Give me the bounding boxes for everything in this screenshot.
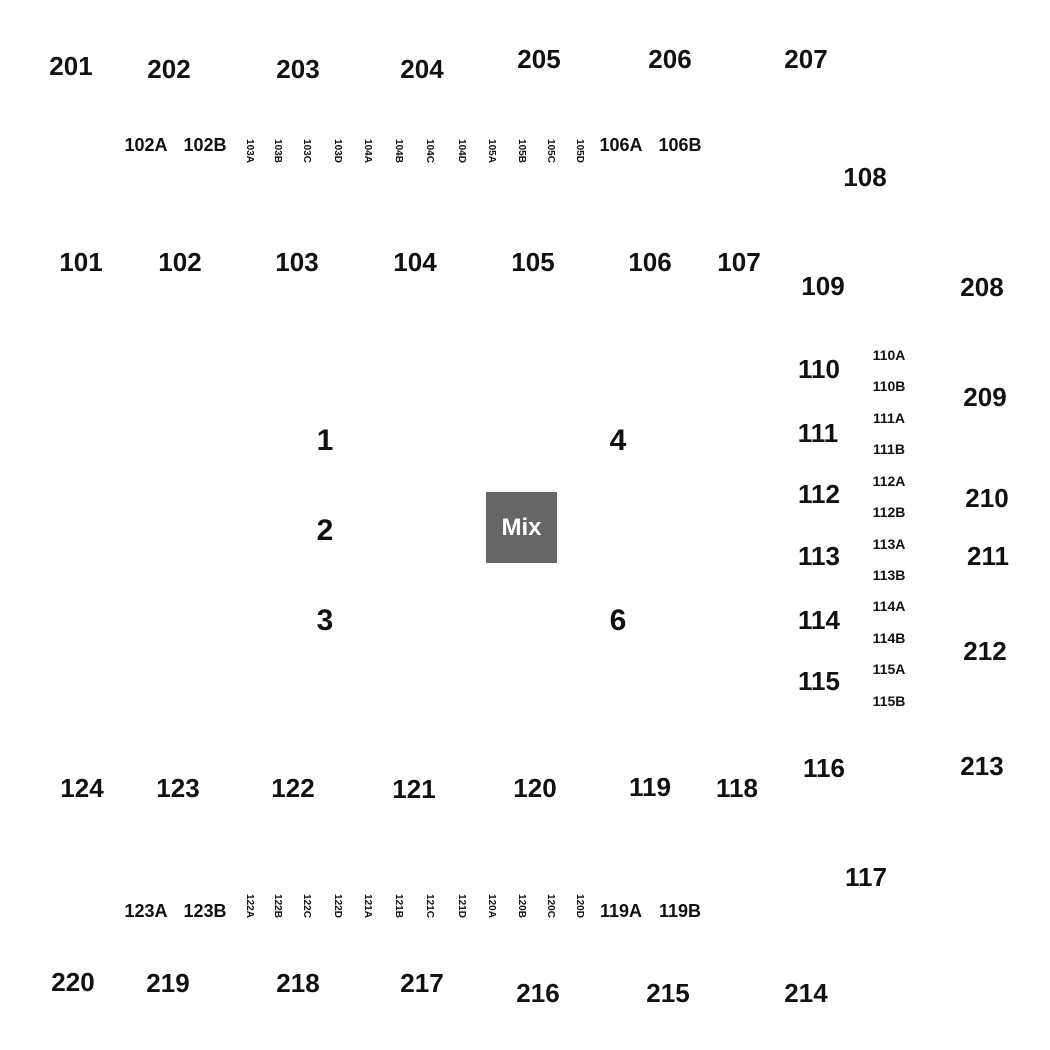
section-120a[interactable]: 120A: [486, 894, 497, 918]
section-110[interactable]: 110: [798, 354, 840, 384]
section-103[interactable]: 103: [275, 247, 319, 277]
section-104a[interactable]: 104A: [362, 139, 373, 163]
section-218[interactable]: 218: [276, 968, 320, 998]
section-112a[interactable]: 112A: [872, 473, 906, 489]
stage-6[interactable]: 6: [609, 604, 627, 637]
section-103b[interactable]: 103B: [272, 139, 283, 163]
section-106b[interactable]: 106B: [658, 135, 702, 155]
section-111[interactable]: 111: [797, 418, 839, 448]
section-123b[interactable]: 123B: [183, 901, 227, 921]
section-114[interactable]: 114: [798, 605, 840, 635]
section-104c[interactable]: 104C: [424, 139, 435, 163]
section-123[interactable]: 123: [156, 773, 200, 803]
mix-position: Mix: [486, 492, 557, 563]
section-206[interactable]: 206: [648, 44, 692, 74]
section-121b[interactable]: 121B: [393, 894, 404, 918]
section-215[interactable]: 215: [646, 978, 690, 1008]
section-118[interactable]: 118: [716, 773, 758, 803]
section-208[interactable]: 208: [960, 272, 1004, 302]
stage-1[interactable]: 1: [316, 424, 334, 457]
section-217[interactable]: 217: [400, 968, 444, 998]
section-106a[interactable]: 106A: [599, 135, 643, 155]
section-104d[interactable]: 104D: [456, 139, 467, 163]
section-102[interactable]: 102: [158, 247, 202, 277]
section-115a[interactable]: 115A: [872, 661, 906, 677]
section-106[interactable]: 106: [628, 247, 672, 277]
section-105c[interactable]: 105C: [545, 139, 556, 163]
section-120b[interactable]: 120B: [516, 894, 527, 918]
section-115[interactable]: 115: [798, 666, 840, 696]
section-101[interactable]: 101: [59, 247, 103, 277]
section-209[interactable]: 209: [963, 382, 1007, 412]
section-105[interactable]: 105: [511, 247, 555, 277]
section-112[interactable]: 112: [798, 479, 840, 509]
section-109[interactable]: 109: [801, 271, 845, 301]
section-121d[interactable]: 121D: [456, 894, 467, 918]
section-119b[interactable]: 119B: [658, 901, 702, 921]
section-111b[interactable]: 111B: [873, 441, 905, 457]
section-103c[interactable]: 103C: [301, 139, 312, 163]
section-112b[interactable]: 112B: [872, 504, 906, 520]
section-107[interactable]: 107: [717, 247, 761, 277]
section-103a[interactable]: 103A: [244, 139, 255, 163]
section-120d[interactable]: 120D: [574, 894, 585, 918]
section-102a[interactable]: 102A: [124, 135, 168, 155]
section-219[interactable]: 219: [146, 968, 190, 998]
section-110a[interactable]: 110A: [872, 347, 906, 363]
section-213[interactable]: 213: [960, 751, 1004, 781]
section-216[interactable]: 216: [516, 978, 560, 1008]
section-201[interactable]: 201: [49, 51, 93, 81]
section-102b[interactable]: 102B: [183, 135, 227, 155]
section-212[interactable]: 212: [963, 636, 1007, 666]
section-113[interactable]: 113: [798, 541, 840, 571]
section-124[interactable]: 124: [60, 773, 104, 803]
section-122[interactable]: 122: [271, 773, 315, 803]
section-202[interactable]: 202: [147, 54, 191, 84]
section-114b[interactable]: 114B: [872, 630, 906, 646]
section-113a[interactable]: 113A: [872, 536, 906, 552]
section-103d[interactable]: 103D: [332, 139, 343, 163]
section-220[interactable]: 220: [51, 967, 95, 997]
section-205[interactable]: 205: [517, 44, 561, 74]
section-207[interactable]: 207: [784, 44, 828, 74]
stage-3[interactable]: 3: [316, 604, 334, 637]
stage-4[interactable]: 4: [609, 424, 627, 457]
section-203[interactable]: 203: [276, 54, 320, 84]
section-121c[interactable]: 121C: [424, 894, 435, 918]
section-204[interactable]: 204: [400, 54, 444, 84]
section-115b[interactable]: 115B: [872, 693, 906, 709]
section-114a[interactable]: 114A: [872, 598, 906, 614]
section-123a[interactable]: 123A: [124, 901, 168, 921]
section-111a[interactable]: 111A: [873, 410, 905, 426]
section-210[interactable]: 210: [965, 483, 1009, 513]
section-122c[interactable]: 122C: [301, 894, 312, 918]
mix-label: Mix: [501, 513, 542, 541]
section-120c[interactable]: 120C: [545, 894, 556, 918]
section-122a[interactable]: 122A: [244, 894, 255, 918]
stage-2[interactable]: 2: [316, 514, 334, 547]
section-122b[interactable]: 122B: [272, 894, 283, 918]
section-116[interactable]: 116: [803, 753, 845, 783]
section-104b[interactable]: 104B: [393, 139, 404, 163]
section-104[interactable]: 104: [393, 247, 437, 277]
section-117[interactable]: 117: [845, 862, 887, 892]
section-211[interactable]: 211: [967, 541, 1009, 571]
section-121[interactable]: 121: [392, 774, 436, 804]
section-121a[interactable]: 121A: [362, 894, 373, 918]
section-108[interactable]: 108: [843, 162, 887, 192]
section-119a[interactable]: 119A: [599, 901, 643, 921]
section-113b[interactable]: 113B: [872, 567, 906, 583]
section-122d[interactable]: 122D: [332, 894, 343, 918]
section-105b[interactable]: 105B: [516, 139, 527, 163]
section-105d[interactable]: 105D: [574, 139, 585, 163]
section-119[interactable]: 119: [629, 772, 671, 802]
section-105a[interactable]: 105A: [486, 139, 497, 163]
section-120[interactable]: 120: [513, 773, 557, 803]
section-110b[interactable]: 110B: [872, 378, 906, 394]
section-214[interactable]: 214: [784, 978, 828, 1008]
